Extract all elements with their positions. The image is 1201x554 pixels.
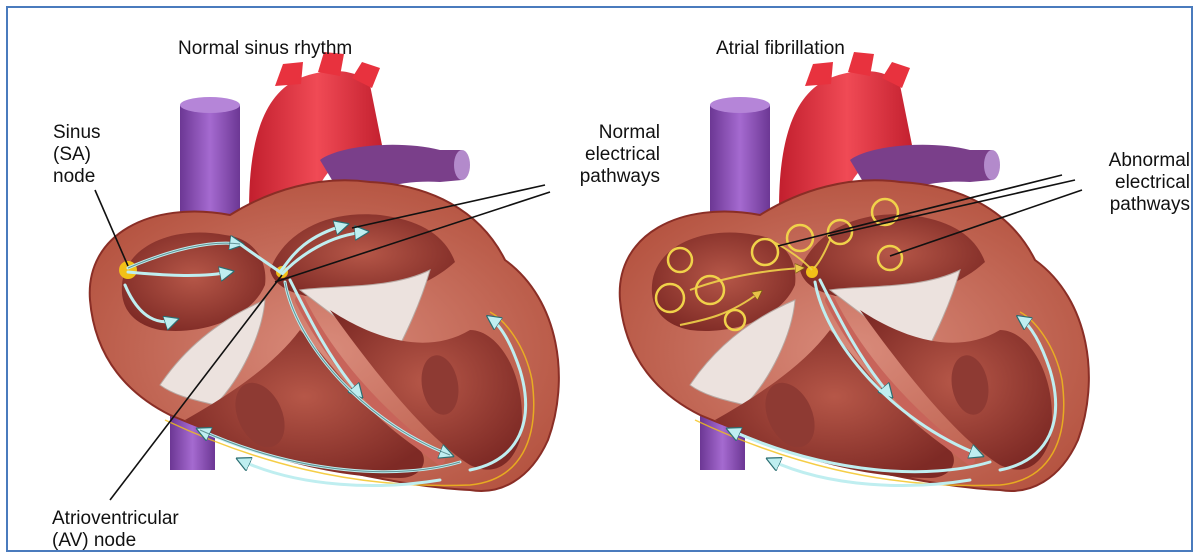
sa-node-marker	[119, 261, 137, 279]
panel-title-fibrillation: Atrial fibrillation	[716, 38, 845, 60]
label-abnormal-pathways: Abnormal electrical pathways	[1070, 150, 1190, 216]
heart-normal	[90, 52, 559, 500]
heart-fibrillation	[620, 52, 1089, 491]
label-sa-node: Sinus (SA) node	[53, 122, 101, 188]
panel-title-normal: Normal sinus rhythm	[178, 38, 352, 60]
label-normal-pathways: Normal electrical pathways	[560, 122, 660, 188]
label-av-node: Atrioventricular (AV) node	[52, 508, 179, 552]
